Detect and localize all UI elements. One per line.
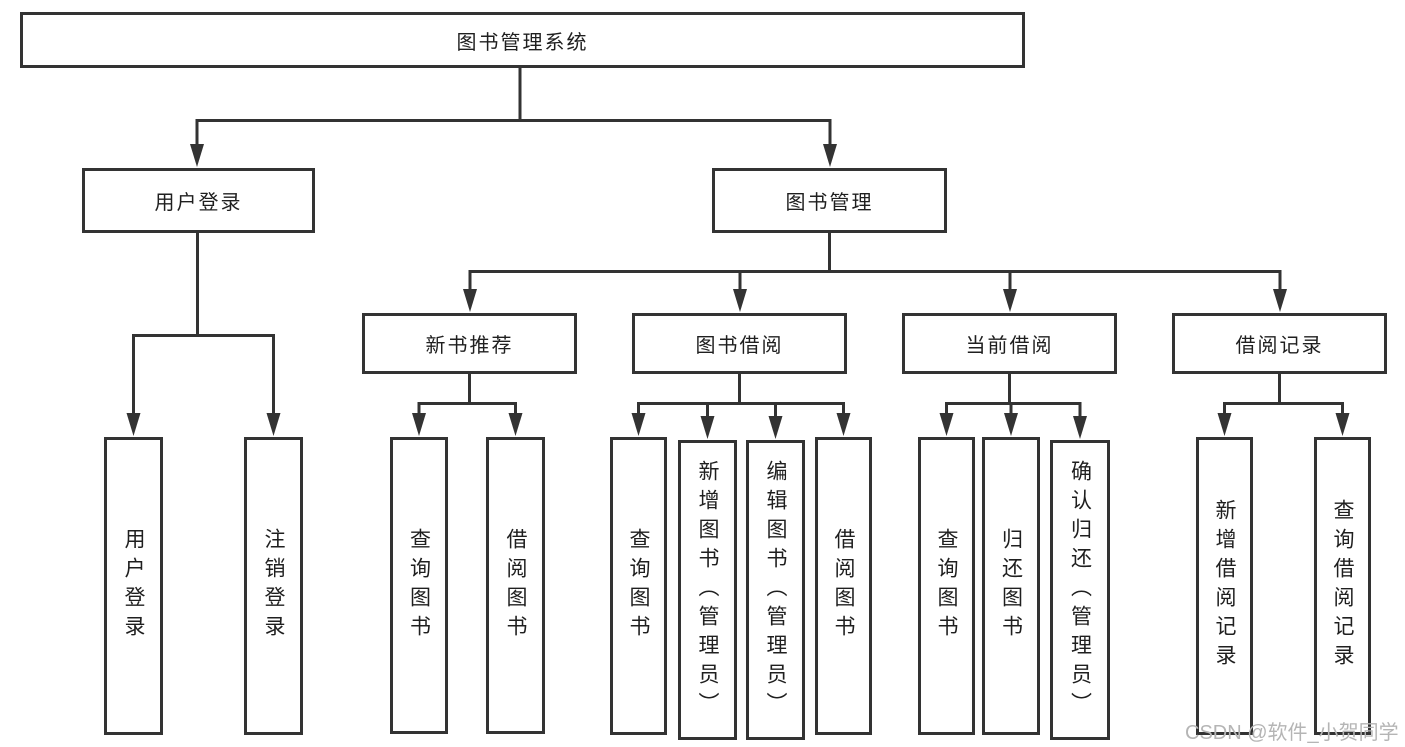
node-book-borrow: 图书借阅 — [632, 313, 847, 374]
edge-new-book-recommend-to-leaves — [412, 374, 523, 436]
leaf-borrow-books: 借阅图书 — [815, 437, 872, 735]
node-label: 新增借阅记录 — [1213, 499, 1236, 673]
leaf-query-books-recommend: 查询图书 — [390, 437, 448, 734]
leaf-edit-book-admin: 编辑图书（管理员） — [746, 440, 805, 740]
node-label: 确认归还（管理员） — [1068, 459, 1092, 721]
node-label: 借阅记录 — [1235, 335, 1324, 357]
node-label: 借阅图书 — [504, 527, 527, 644]
node-label: 查询图书 — [407, 527, 431, 644]
arrow-down-icon — [190, 144, 204, 167]
arrow-down-icon — [836, 413, 851, 436]
leaf-add-book-admin: 新增图书（管理员） — [678, 440, 737, 740]
leaf-user-login: 用户登录 — [104, 437, 163, 735]
edge-user-login-to-leaves — [126, 233, 281, 436]
node-label: 编辑图书（管理员） — [764, 459, 787, 721]
arrow-down-icon — [1073, 416, 1087, 439]
arrow-down-icon — [508, 413, 523, 436]
node-label: 新书推荐 — [425, 335, 514, 357]
edge-current-borrow-to-leaves — [939, 374, 1087, 439]
node-label: 图书借阅 — [695, 335, 784, 357]
arrow-down-icon — [823, 144, 837, 167]
arrow-down-icon — [412, 413, 426, 436]
node-label: 图书管理系统 — [456, 31, 589, 54]
node-book-management: 图书管理 — [712, 168, 947, 233]
arrow-down-icon — [733, 289, 747, 312]
arrow-down-icon — [266, 413, 281, 436]
node-new-book-recommend: 新书推荐 — [362, 313, 577, 374]
edge-book-management-to-level3 — [463, 233, 1287, 312]
edge-book-borrow-to-leaves — [631, 374, 851, 439]
arrow-down-icon — [1217, 413, 1232, 436]
arrow-down-icon — [1273, 289, 1287, 312]
leaf-confirm-return-admin: 确认归还（管理员） — [1050, 440, 1110, 740]
arrow-down-icon — [768, 416, 783, 439]
leaf-add-borrow-record: 新增借阅记录 — [1196, 437, 1253, 735]
leaf-query-books-borrow: 查询图书 — [610, 437, 667, 735]
arrow-down-icon — [1004, 413, 1018, 436]
node-label: 用户登录 — [154, 192, 243, 214]
node-label: 归还图书 — [999, 528, 1023, 644]
arrow-down-icon — [631, 413, 646, 436]
arrow-down-icon — [463, 289, 477, 312]
leaf-borrow-books-recommend: 借阅图书 — [486, 437, 545, 734]
edge-borrow-records-to-leaves — [1217, 374, 1350, 436]
arrow-down-icon — [126, 413, 141, 436]
node-root: 图书管理系统 — [20, 12, 1025, 68]
arrow-down-icon — [1335, 413, 1350, 436]
leaf-query-books-current: 查询图书 — [918, 437, 975, 735]
csdn-watermark: CSDN @软件_小贺同学 — [1185, 722, 1399, 744]
leaf-logout: 注销登录 — [244, 437, 303, 735]
arrow-down-icon — [700, 416, 715, 439]
node-label: 注销登录 — [262, 528, 285, 644]
leaf-query-borrow-record: 查询借阅记录 — [1314, 437, 1371, 735]
node-label: 查询图书 — [627, 528, 650, 644]
node-label: 图书管理 — [785, 192, 874, 214]
node-user-login: 用户登录 — [82, 168, 315, 233]
node-label: 查询借阅记录 — [1331, 499, 1354, 673]
arrow-down-icon — [1003, 289, 1017, 312]
leaf-return-book: 归还图书 — [982, 437, 1040, 735]
node-label: 新增图书（管理员） — [696, 459, 719, 721]
node-label: 查询图书 — [935, 528, 958, 644]
arrow-down-icon — [939, 413, 954, 436]
node-borrow-records: 借阅记录 — [1172, 313, 1387, 374]
node-current-borrow: 当前借阅 — [902, 313, 1117, 374]
node-label: 借阅图书 — [832, 528, 855, 644]
edge-root-to-level2 — [190, 68, 837, 167]
node-label: 当前借阅 — [965, 335, 1054, 357]
node-label: 用户登录 — [122, 528, 145, 644]
